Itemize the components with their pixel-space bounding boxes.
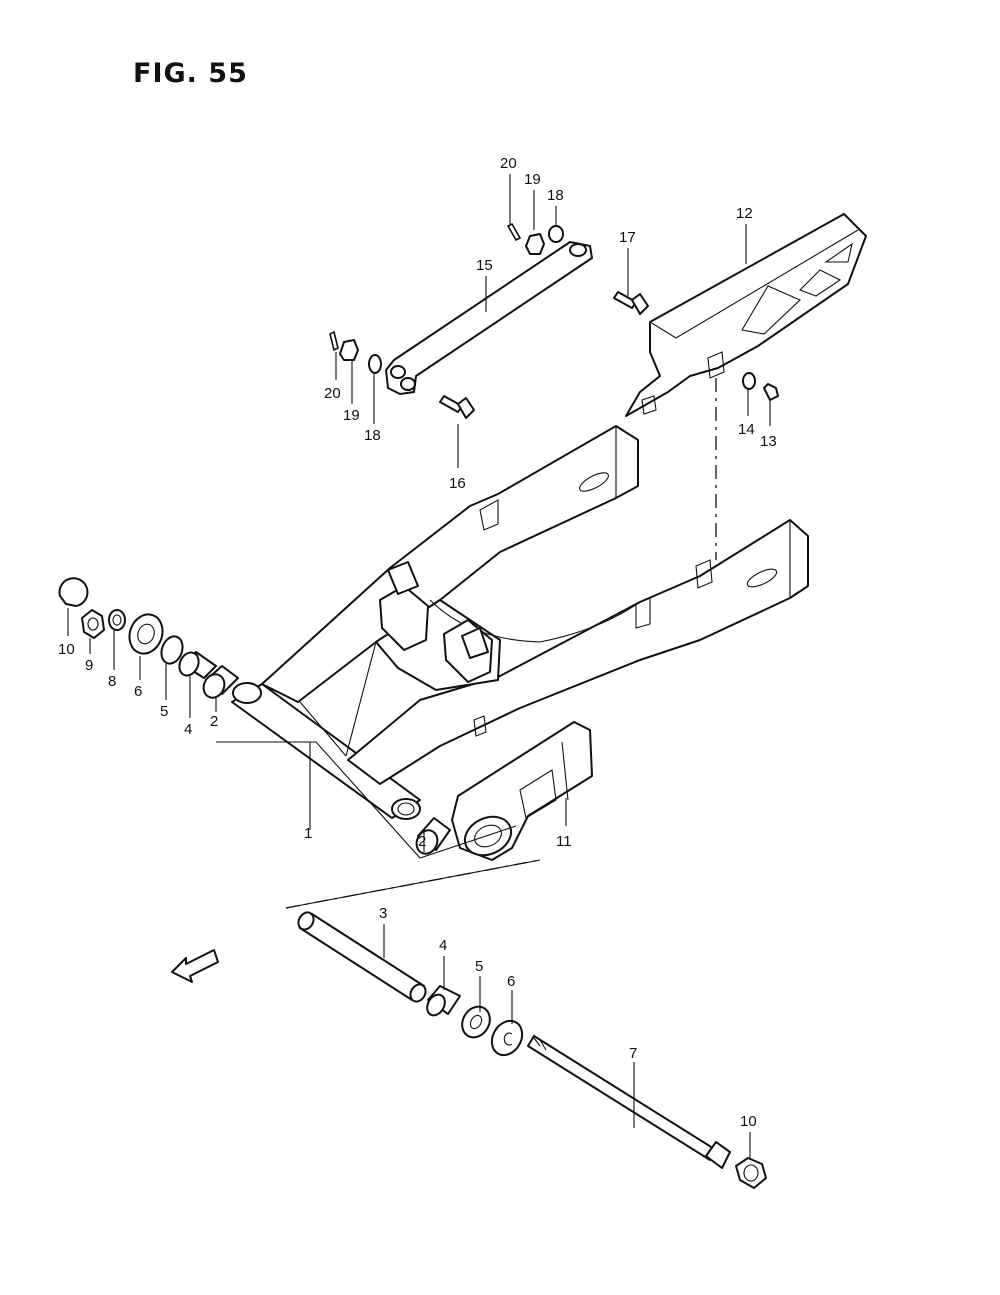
callout-2-lower: 2 — [418, 833, 426, 850]
fwd-direction-badge: FWD — [171, 949, 219, 983]
callout-15: 15 — [476, 257, 493, 274]
callout-18-left: 18 — [364, 427, 381, 444]
bearing-2-right[interactable] — [413, 817, 451, 857]
callout-1: 1 — [304, 825, 312, 842]
bearing-2-left[interactable] — [200, 665, 239, 701]
leader-lines — [67, 174, 771, 1160]
callout-6-lower: 6 — [507, 973, 515, 990]
washer-5-left[interactable] — [158, 633, 186, 666]
washer-5-bottom[interactable] — [457, 1002, 496, 1043]
washer-18-top[interactable] — [548, 225, 564, 243]
spacer-4-left[interactable] — [176, 649, 217, 679]
callout-16: 16 — [449, 475, 466, 492]
bolt-13[interactable] — [763, 383, 779, 401]
castle-nut-19-top[interactable] — [525, 233, 545, 255]
pivot-shaft-7[interactable] — [527, 1035, 731, 1169]
washer-14[interactable] — [742, 372, 756, 390]
callout-17: 17 — [619, 229, 636, 246]
callout-12: 12 — [736, 205, 753, 222]
pivot-tube-3[interactable] — [295, 910, 428, 1005]
cotter-pin-20-left[interactable] — [329, 330, 339, 352]
washer-18-left[interactable] — [368, 354, 382, 374]
chain-guard-part[interactable] — [625, 213, 867, 417]
callout-18-top: 18 — [547, 187, 564, 204]
washer-8[interactable] — [108, 609, 126, 631]
callout-8: 8 — [108, 673, 116, 690]
torque-link-part[interactable] — [385, 241, 593, 395]
figure-title: FIG. 55 — [133, 58, 248, 89]
bolt-17[interactable] — [613, 291, 649, 315]
callout-7: 7 — [629, 1045, 637, 1062]
circlip-10-left[interactable] — [58, 577, 89, 607]
group-bracket-lower — [285, 859, 541, 909]
callout-11: 11 — [556, 833, 572, 850]
callout-14: 14 — [738, 421, 755, 438]
callout-19-left: 19 — [343, 407, 360, 424]
castle-nut-19-left[interactable] — [339, 339, 359, 361]
group-bracket-upper — [216, 741, 517, 859]
seal-6-bottom[interactable] — [486, 1015, 528, 1060]
spacer-4-bottom[interactable] — [424, 985, 461, 1019]
callout-13: 13 — [760, 433, 777, 450]
callout-20-top: 20 — [500, 155, 517, 172]
nut-10-bottom[interactable] — [735, 1157, 767, 1189]
callout-5-lower: 5 — [475, 958, 483, 975]
swingarm-part[interactable] — [231, 425, 809, 820]
callout-3: 3 — [379, 905, 387, 922]
seal-6-left[interactable] — [124, 610, 168, 659]
callout-2-upper: 2 — [210, 713, 218, 730]
nut-9[interactable] — [81, 609, 105, 639]
callout-6-upper: 6 — [134, 683, 142, 700]
callout-9: 9 — [85, 657, 93, 674]
callout-19-top: 19 — [524, 171, 541, 188]
callout-20-left: 20 — [324, 385, 341, 402]
cotter-pin-20-top[interactable] — [506, 222, 522, 242]
callout-5-upper: 5 — [160, 703, 168, 720]
callout-10-upper: 10 — [58, 641, 75, 658]
chain-case-part[interactable] — [451, 721, 593, 862]
bolt-16[interactable] — [439, 395, 475, 419]
callout-10-lower: 10 — [740, 1113, 757, 1130]
callout-4-upper: 4 — [184, 721, 192, 738]
callout-4-lower: 4 — [439, 937, 447, 954]
